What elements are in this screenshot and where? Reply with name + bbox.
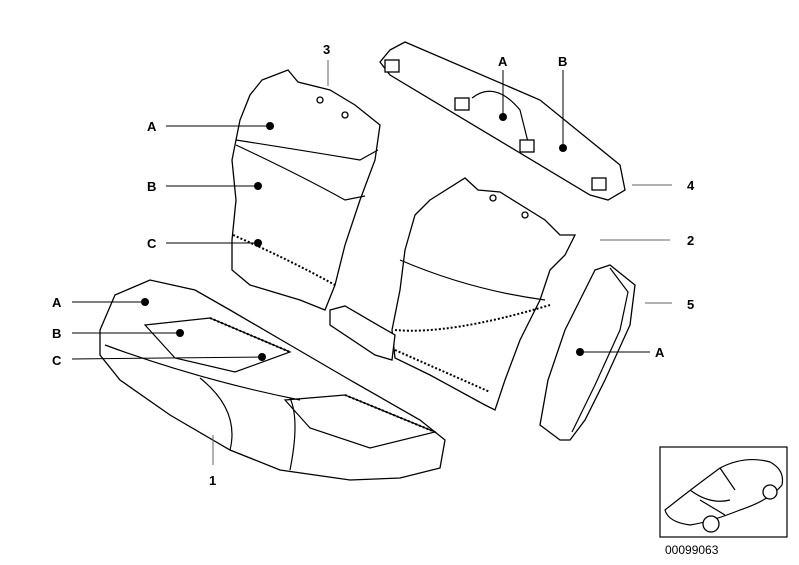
leader-lines — [71, 60, 672, 465]
label-seat-a: A — [52, 295, 62, 310]
label-seat-b: B — [52, 326, 61, 341]
label-seat-c: C — [52, 353, 62, 368]
label-bolster-a: A — [655, 345, 665, 360]
backrest-cover-left[interactable] — [231, 69, 381, 311]
seat-cover[interactable] — [99, 279, 446, 481]
label-part-4: 4 — [687, 178, 695, 193]
label-backrest-b: B — [147, 179, 156, 194]
label-part-3: 3 — [323, 42, 330, 57]
backrest-cover-right[interactable] — [391, 177, 577, 411]
label-part-2: 2 — [687, 233, 694, 248]
callout-dots — [141, 113, 584, 361]
vehicle-thumbnail — [659, 446, 788, 538]
backrest-center-flap — [329, 305, 396, 361]
image-code: 00099063 — [665, 543, 719, 557]
label-part-1: 1 — [209, 473, 216, 488]
label-headrest-b: B — [558, 54, 567, 69]
label-backrest-a: A — [147, 119, 157, 134]
label-backrest-c: C — [147, 236, 157, 251]
label-part-5: 5 — [687, 297, 694, 312]
headrest-cover[interactable] — [379, 41, 626, 201]
label-headrest-a: A — [498, 54, 508, 69]
